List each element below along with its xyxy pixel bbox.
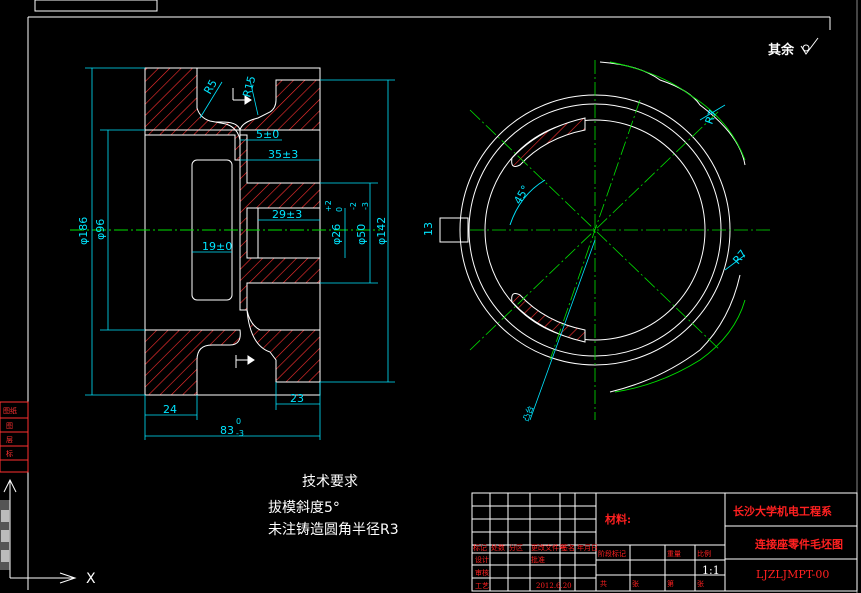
dim-5: 5±0: [256, 128, 279, 141]
dim-45deg: 45°: [511, 183, 532, 206]
title-material-label: 材料:: [605, 512, 631, 526]
title-stage-label-3: 比例: [697, 549, 711, 558]
section-marker-bottom: [235, 355, 255, 368]
front-boss-lower: [511, 293, 586, 343]
title-stage-label-2: 重量: [667, 550, 681, 558]
title-school: 长沙大学机电工程系: [733, 504, 832, 518]
title-stage-label-1: 阶段标记: [598, 549, 626, 558]
title-drawing-no: LJZLJMPT-00: [756, 568, 829, 581]
tech-req-line-1: 拔模斜度5°: [268, 500, 340, 516]
title-row-label-2: 处数: [491, 543, 505, 552]
front-key-notch: [439, 217, 469, 243]
dim-phi50: φ50: [355, 224, 368, 245]
front-lobe-green-bottom: [614, 299, 746, 393]
section-marker-top: [232, 88, 252, 105]
ucs-icon: X: [3, 478, 96, 587]
dim-83-tol-up: 0: [236, 417, 241, 426]
title-row-label-5: 签名: [561, 543, 575, 552]
section-bore: [257, 207, 321, 259]
dim-phi26-tol-up: +2: [324, 200, 333, 212]
title-sheet-label-2: 张: [632, 579, 639, 588]
side-panel-label-1: 图纸: [3, 406, 17, 415]
top-toolbar-stub: [34, 0, 158, 12]
dim-29: 29±3: [272, 208, 302, 221]
title-sheet-label-1: 共: [600, 579, 607, 588]
section-dimensions: [85, 67, 395, 440]
roughness-note: 其余: [768, 42, 795, 58]
dim-35: 35±3: [268, 148, 298, 161]
dim-83: 83: [220, 424, 234, 437]
front-lobe-bottom: [609, 274, 741, 393]
dim-phi50-tol-up: -2: [349, 202, 358, 210]
dim-phi26-tol-low: 0: [335, 207, 344, 212]
dim-boss-leader: 凸台: [520, 404, 535, 422]
dim-83-tol-low: -3: [236, 429, 244, 438]
front-boss-upper: [511, 117, 586, 167]
dim-phi142: φ142: [375, 217, 388, 245]
section-hatch-web: [239, 134, 321, 311]
title-part-name: 连接座零件毛坯图: [755, 537, 843, 551]
dim-phi186: φ186: [77, 217, 90, 245]
section-view[interactable]: φ186 φ96 φ142 φ50 -2 -3 φ26 +2 0 5±0 35±…: [70, 67, 395, 440]
front-centerlines: [469, 60, 770, 420]
title-row-label-4: 更改文件号: [531, 543, 566, 552]
title-row-label-1: 标记: [473, 543, 487, 552]
side-panel-label-4: 标: [6, 449, 13, 458]
title-sheet-label-3: 第: [667, 579, 674, 588]
title-sign-label-2: 审核: [475, 568, 489, 577]
title-row-label-3: 分区: [509, 543, 523, 552]
title-row-label-6: 年月日: [577, 543, 598, 552]
title-sheet-label-4: 张: [697, 579, 704, 588]
title-sign-label-4: 批准: [531, 555, 545, 564]
section-hatch-top-2: [144, 67, 241, 161]
section-hatch-bottom: [144, 329, 241, 396]
front-lobe-green-top: [609, 61, 746, 161]
dim-phi96: φ96: [94, 219, 107, 240]
title-block: 标记 处数 分区 更改文件号 签名 年月日 设计 审核 工艺 批准 2012.6…: [471, 492, 858, 592]
ucs-x-label: X: [86, 571, 96, 587]
dim-24: 24: [163, 403, 177, 416]
dim-13: 13: [422, 222, 435, 236]
left-side-panel: 图纸 图 层 标: [0, 401, 29, 570]
roughness-symbol: 其余: [768, 37, 819, 58]
front-r7-top-leader: [699, 104, 726, 121]
front-r7-bottom-leader: [724, 254, 746, 271]
dim-19: 19±0: [202, 240, 232, 253]
dim-r5: R5: [201, 77, 220, 96]
dim-23: 23: [290, 392, 304, 405]
front-lobe-top: [599, 61, 746, 166]
tech-req-line-2: 未注铸造圆角半径R3: [268, 522, 399, 538]
front-angle-arc: [509, 179, 546, 226]
front-view[interactable]: R7 R7 13 45° 凸台: [422, 60, 770, 423]
side-panel-label-2: 图: [6, 422, 13, 430]
dim-phi26: φ26: [330, 224, 343, 245]
title-date: 2012.6.20: [536, 582, 572, 590]
title-scale: 1:1: [702, 564, 720, 577]
title-sign-label-1: 设计: [475, 555, 489, 564]
dim-phi50-tol-low: -3: [361, 202, 370, 210]
front-leader-line: [529, 239, 596, 421]
dim-r15: R15: [240, 75, 258, 99]
section-hatch-bottom-2: [246, 309, 321, 383]
title-sign-label-3: 工艺: [475, 582, 489, 590]
tech-requirements: 技术要求 拔模斜度5° 未注铸造圆角半径R3: [268, 474, 399, 538]
front-inner-circle: [484, 119, 706, 341]
tech-req-title: 技术要求: [302, 474, 358, 490]
dim-r7-top: R7: [703, 108, 720, 126]
side-panel-label-3: 层: [6, 436, 13, 444]
